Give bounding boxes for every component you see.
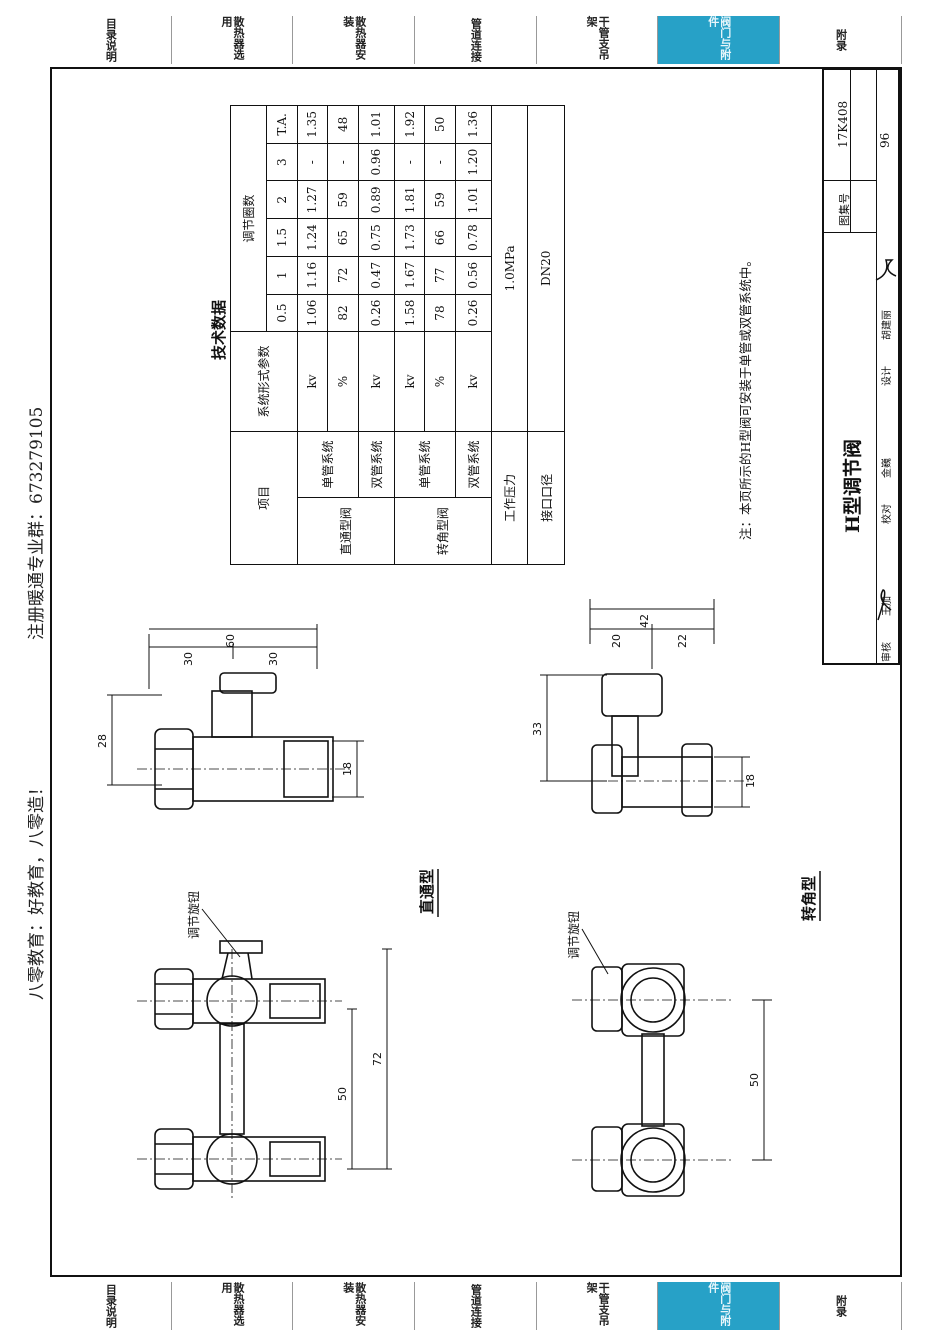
watermark-line1: 八零教育：好教育，八零造！: [27, 779, 47, 1000]
tab-0[interactable]: 目录说明: [50, 1282, 172, 1330]
straight-type-title: 直通型: [418, 869, 436, 914]
bottom-tab-strip: 目录说明 散热器选用 散热器安装 管道连接 干管支吊架 阀门与附件 附录: [50, 1282, 902, 1330]
dim-72: 72: [371, 1052, 384, 1066]
angle-type-title: 转角型: [800, 876, 818, 921]
tab-label: 目录说明: [104, 18, 118, 62]
knob-label-angle: 调节旋钮: [566, 911, 581, 959]
tab-4[interactable]: 干管支吊架: [537, 16, 659, 64]
dim-60: 60: [224, 634, 237, 648]
tab-1[interactable]: 散热器选用: [172, 16, 294, 64]
dim-18: 18: [341, 762, 354, 776]
tab-4[interactable]: 干管支吊架: [537, 1282, 659, 1330]
dim-18b: 18: [744, 774, 757, 788]
dim-28: 28: [96, 734, 109, 748]
dim-30a: 30: [182, 652, 195, 666]
tab-2[interactable]: 散热器安装: [293, 1282, 416, 1330]
tab-label: 散热器安装: [341, 1282, 367, 1326]
tab-label: 阀门与附件: [706, 1282, 732, 1326]
tab-3[interactable]: 管道连接: [415, 16, 537, 64]
signatures: [875, 259, 897, 621]
tab-label: 散热器选用: [220, 1282, 246, 1326]
watermark-line2: 注册暖通专业群：673279105: [27, 406, 47, 640]
tab-5[interactable]: 阀门与附件: [658, 1282, 781, 1330]
tab-label: 目录说明: [104, 1284, 118, 1328]
tab-label: 散热器选用: [220, 16, 246, 60]
dim-20: 20: [610, 634, 623, 648]
tab-label: 干管支吊架: [585, 16, 611, 60]
tab-label: 干管支吊架: [585, 1282, 611, 1326]
dim-50b: 50: [748, 1073, 761, 1087]
drawing-frame: [50, 67, 902, 1277]
dim-42: 42: [638, 614, 651, 628]
dim-50: 50: [336, 1087, 349, 1101]
tab-6[interactable]: 附录: [780, 1282, 902, 1330]
tab-label: 附录: [834, 1295, 848, 1317]
dim-22: 22: [676, 634, 689, 648]
tab-label: 附录: [834, 29, 848, 51]
tab-label: 管道连接: [469, 1284, 483, 1328]
top-tab-strip: 目录说明 散热器选用 散热器安装 管道连接 干管支吊架 阀门与附件 附录: [50, 16, 902, 64]
title-block: [822, 68, 900, 665]
tab-0[interactable]: 目录说明: [50, 16, 172, 64]
tab-label: 管道连接: [469, 18, 483, 62]
tab-1[interactable]: 散热器选用: [172, 1282, 294, 1330]
dim-30b: 30: [267, 652, 280, 666]
tab-2[interactable]: 散热器安装: [293, 16, 416, 64]
tab-6[interactable]: 附录: [780, 16, 902, 64]
tab-3[interactable]: 管道连接: [415, 1282, 537, 1330]
tab-label: 散热器安装: [341, 16, 367, 60]
hex-nut: [154, 968, 194, 1030]
dim-33: 33: [531, 722, 544, 736]
tab-5[interactable]: 阀门与附件: [658, 16, 781, 64]
valve-drawings: 60 30 30 28 18 50 72 42 20 22 33 18 50 调…: [96, 599, 821, 1199]
tab-label: 阀门与附件: [706, 16, 732, 60]
knob-label: 调节旋钮: [186, 891, 201, 939]
